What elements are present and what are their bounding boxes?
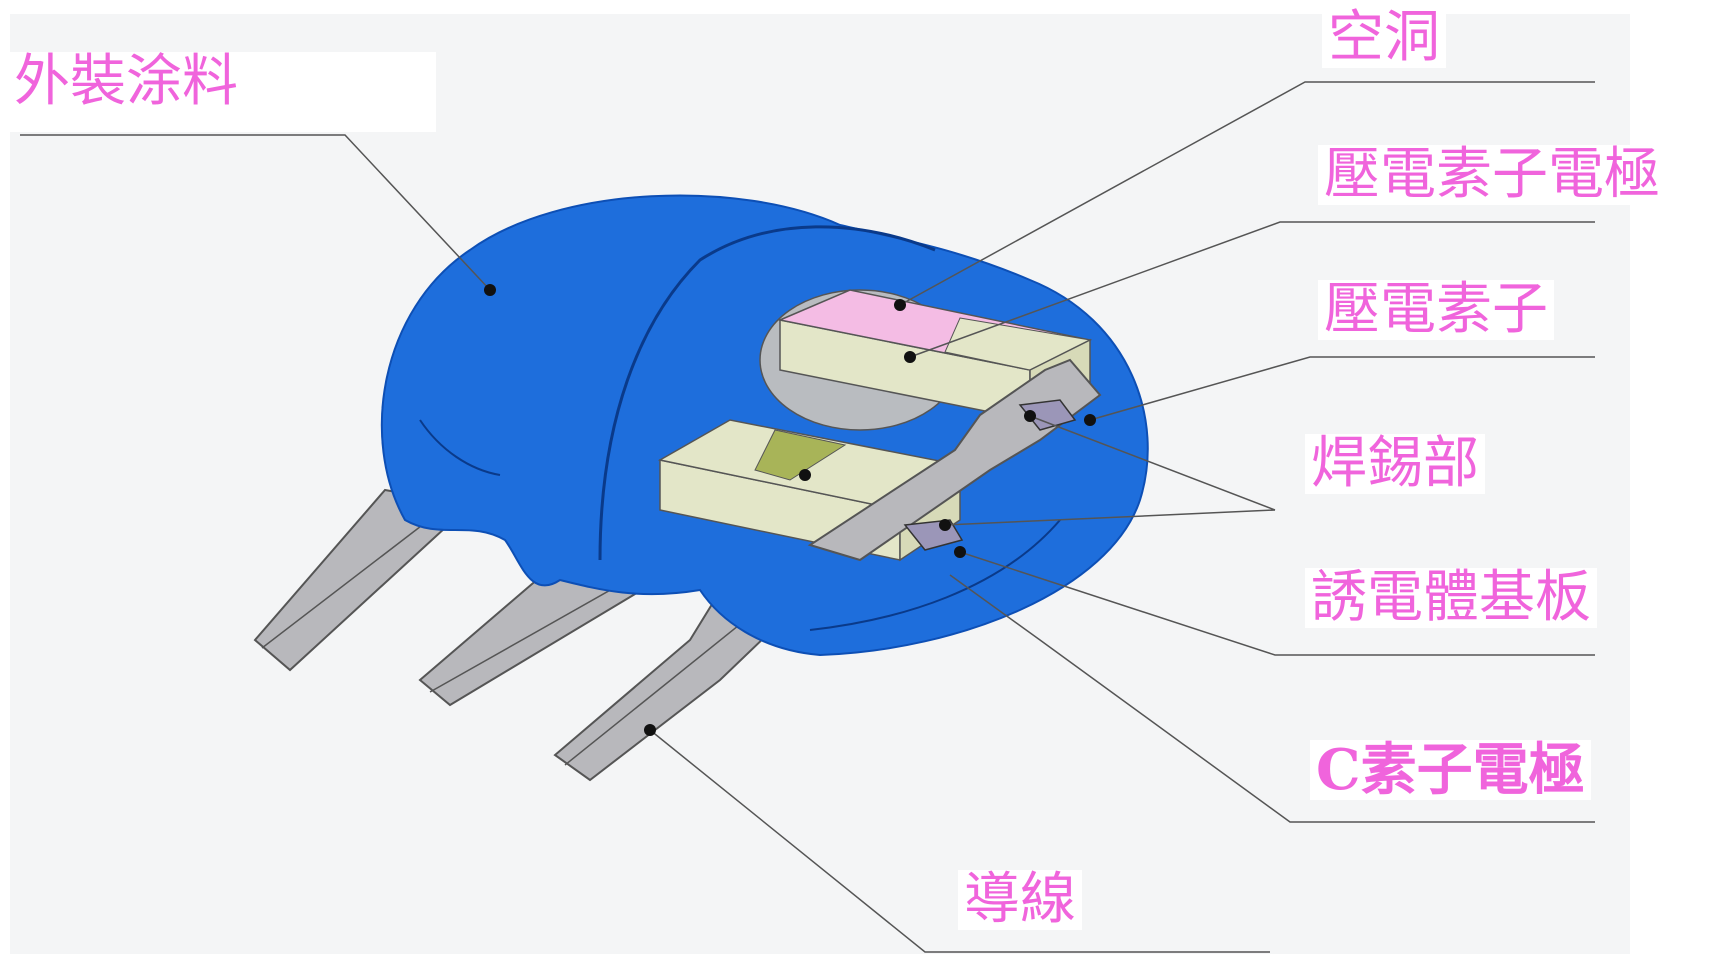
solder-joints xyxy=(903,399,1077,551)
leader-c-electrode xyxy=(949,574,1595,823)
leader-lead-wire xyxy=(649,729,1270,953)
label-solder: 焊錫部 xyxy=(1305,434,1485,494)
leader-solder-2 xyxy=(944,509,1276,526)
leader-lines xyxy=(20,81,1595,953)
coating-cut-edge xyxy=(598,225,936,561)
label-piezo-element: 壓電素子 xyxy=(1318,280,1554,340)
pointer-dots xyxy=(484,284,1096,736)
leader-piezo-element xyxy=(1089,356,1595,421)
leader-cavity xyxy=(899,81,1595,306)
label-piezo-electrode: 壓電素子電極 xyxy=(1318,145,1666,205)
leader-coating xyxy=(20,134,491,291)
leader-piezo-electrode xyxy=(909,221,1595,358)
label-cavity: 空洞 xyxy=(1322,8,1446,68)
label-c-electrode: C素子電極 xyxy=(1310,740,1591,800)
leader-solder-1 xyxy=(1029,415,1276,511)
label-dielectric: 誘電體基板 xyxy=(1305,568,1597,628)
piezo-element xyxy=(777,289,1093,422)
leader-dielectric xyxy=(959,551,1595,656)
label-coating: 外裝涂料 xyxy=(8,52,436,132)
label-lead-wire: 導線 xyxy=(958,870,1082,930)
